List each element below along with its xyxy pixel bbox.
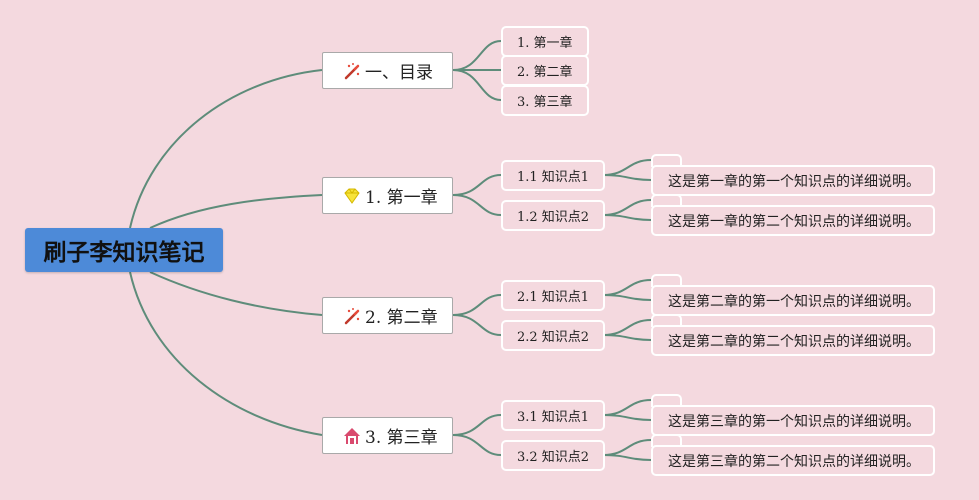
knowledge-point[interactable]: 3.1 知识点1 (501, 400, 606, 431)
branch-chapter-3[interactable]: 3. 第三章 (322, 417, 453, 454)
detail-note[interactable]: 这是第三章的第二个知识点的详细说明。 (651, 445, 935, 476)
diamond-icon (341, 185, 363, 207)
toc-item[interactable]: 3. 第三章 (501, 85, 589, 116)
branch-label: 2. 第二章 (365, 308, 438, 328)
branch-label: 一、目录 (365, 63, 433, 83)
detail-note[interactable]: 这是第一章的第一个知识点的详细说明。 (651, 165, 935, 196)
root-topic[interactable]: 刷子李知识笔记 (25, 228, 223, 272)
empty-topic[interactable] (651, 274, 682, 287)
branch-chapter-2[interactable]: 2. 第二章 (322, 297, 453, 334)
detail-note[interactable]: 这是第二章的第一个知识点的详细说明。 (651, 285, 935, 316)
branch-label: 1. 第一章 (365, 188, 438, 208)
magic-wand-icon (341, 305, 363, 327)
toc-item[interactable]: 2. 第二章 (501, 55, 589, 86)
knowledge-point[interactable]: 3.2 知识点2 (501, 440, 606, 471)
detail-note[interactable]: 这是第二章的第二个知识点的详细说明。 (651, 325, 935, 356)
knowledge-point[interactable]: 1.1 知识点1 (501, 160, 606, 191)
toc-item[interactable]: 1. 第一章 (501, 26, 589, 57)
empty-topic[interactable] (651, 154, 682, 167)
branch-chapter-1[interactable]: 1. 第一章 (322, 177, 453, 214)
branch-label: 3. 第三章 (365, 428, 438, 448)
detail-note[interactable]: 这是第三章的第一个知识点的详细说明。 (651, 405, 935, 436)
branch-toc[interactable]: 一、目录 (322, 52, 453, 89)
home-icon (341, 425, 363, 447)
empty-topic[interactable] (651, 394, 682, 407)
magic-wand-icon (341, 60, 363, 82)
knowledge-point[interactable]: 2.1 知识点1 (501, 280, 606, 311)
knowledge-point[interactable]: 2.2 知识点2 (501, 320, 606, 351)
detail-note[interactable]: 这是第一章的第二个知识点的详细说明。 (651, 205, 935, 236)
knowledge-point[interactable]: 1.2 知识点2 (501, 200, 606, 231)
